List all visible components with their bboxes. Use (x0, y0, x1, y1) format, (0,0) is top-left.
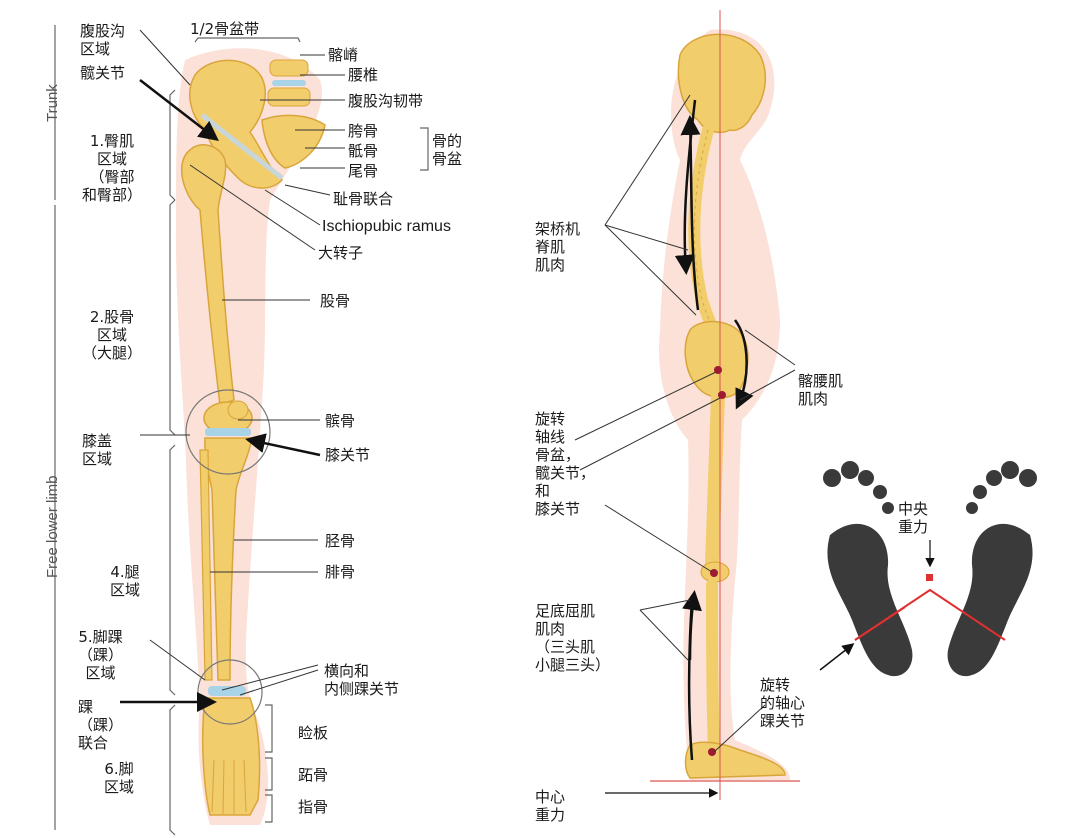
sacrum-label: 骶骨 (348, 142, 379, 160)
phalanges-label: 指骨 (298, 798, 329, 816)
gluteal-region-label: 1.臀肌 区域 （臀部 和臀部） (82, 132, 143, 204)
ankle-cartilage (208, 686, 246, 696)
rotation-axis-label: 旋转 轴线 骨盆， 髋关节， 和 膝关节 (535, 410, 596, 518)
knee-circle (185, 389, 271, 475)
left-leader-lines (139, 29, 345, 696)
fibula (199, 449, 213, 681)
knee-joint-label: 膝关节 (325, 446, 371, 464)
erector-arrow-up (680, 115, 701, 311)
central-gravity-point (926, 574, 933, 581)
center-of-gravity-label: 中心 重力 (535, 788, 566, 824)
lumbar-label: 腰椎 (348, 66, 379, 84)
foot-side (684, 741, 786, 779)
knee-region-label: 膝盖 区域 (82, 432, 113, 468)
right-leader-lines (574, 94, 796, 753)
patella (227, 400, 249, 420)
tibia-side (706, 579, 720, 756)
knee-joint-point (710, 569, 718, 577)
ischiopubic-ramus-label: Ischiopubic ramus (322, 218, 451, 235)
lumbar-vertebra (267, 87, 311, 107)
ankle-region-label: 5.脚踝 （踝） 区域 (78, 628, 124, 682)
foot-region-label: 6.脚 区域 (104, 760, 135, 796)
femoral-region-label: 2.股骨 区域 （大腿） (82, 308, 143, 362)
knee-cartilage (205, 428, 251, 436)
iliac-crest-label: 髂嵴 (328, 46, 359, 64)
sacrum (261, 114, 326, 169)
coccyx-label: 尾骨 (348, 162, 379, 180)
central-gravity-label: 中央 重力 (898, 500, 929, 536)
toe-lines (211, 759, 247, 815)
left-footprint (827, 523, 913, 677)
footprints (823, 461, 1037, 677)
erector-spinae-label: 架桥机 脊肌 肌肉 (535, 220, 581, 274)
leg-region-label: 4.腿 区域 (110, 563, 141, 599)
patella-label: 髌骨 (325, 412, 356, 430)
plantarflexor-label: 足底屈肌 肌肉 （三头肌 小腿三头） (535, 602, 611, 674)
lumbar-vertebra (269, 59, 309, 77)
left-side-brackets (54, 25, 429, 836)
right-body-figure (574, 10, 1037, 800)
left-leg-figure (54, 25, 429, 836)
ankle-axis-label: 旋转 的轴心 踝关节 (760, 676, 806, 730)
femur-side (705, 388, 725, 572)
tibia (204, 437, 253, 681)
ankle-joint-region-label: 踝 （踝） 联合 (78, 698, 124, 752)
greater-trochanter-label: 大转子 (318, 244, 364, 262)
pubic-symphysis-label: 耻骨联合 (333, 190, 394, 208)
half-pelvic-girdle-label: 1/2骨盆带 (190, 20, 260, 38)
pelvis-axis-point (718, 391, 726, 399)
right-footprint (947, 523, 1033, 677)
knee-joint-arrow (245, 433, 321, 457)
hip-bone-label: 胯骨 (348, 122, 379, 140)
hip-joint-arrow (139, 79, 219, 142)
fibula-label: 腓骨 (325, 563, 356, 581)
hip-joint-label: 髋关节 (80, 64, 126, 82)
inguinal-region-label: 腹股沟 区域 (80, 22, 126, 58)
metatarsals-label: 跖骨 (298, 766, 329, 784)
intervertebral-disc (272, 80, 306, 86)
iliopsoas-label: 髂腰肌 肌肉 (798, 372, 844, 408)
ankle-joint-point (708, 748, 716, 756)
bony-pelvis-label: 骨的 骨盆 (432, 132, 463, 168)
ankle-axis-left (854, 606, 906, 641)
free-lower-limb-side-label: Free lower limb (44, 475, 61, 578)
plantarflexor-arrow (682, 590, 702, 661)
trunk-side-label: Trunk (44, 84, 61, 122)
tibia-label: 胫骨 (325, 532, 356, 550)
footprint-axis-arrow (819, 643, 855, 671)
ankle-joints-label: 横向和 内侧踝关节 (324, 662, 400, 698)
tarsals-label: 睑板 (298, 724, 329, 742)
femur-label: 股骨 (320, 292, 351, 310)
inguinal-ligament-label: 腹股沟韧带 (348, 92, 424, 110)
iliopsoas-arrow (733, 319, 754, 410)
